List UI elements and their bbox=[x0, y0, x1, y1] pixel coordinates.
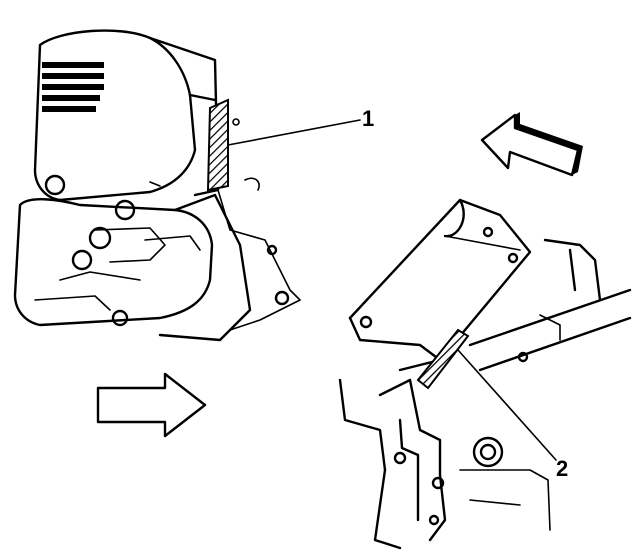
upper-left-component-hatched-strip bbox=[206, 98, 229, 192]
engine-bolts bbox=[44, 174, 290, 327]
callout-2-leader bbox=[457, 349, 557, 461]
view-direction-arrow bbox=[480, 112, 583, 177]
sequence-arrow bbox=[96, 372, 207, 438]
callout-1-leader bbox=[227, 119, 361, 146]
frame-nut bbox=[472, 436, 504, 468]
lower-right-bracket-hatched-strip bbox=[416, 328, 470, 390]
callout-number-2: 2 bbox=[556, 456, 569, 481]
bracket-view bbox=[338, 198, 632, 550]
callout-number-1: 1 bbox=[362, 106, 375, 131]
engine-view bbox=[13, 29, 301, 342]
cover-vents bbox=[42, 62, 104, 112]
